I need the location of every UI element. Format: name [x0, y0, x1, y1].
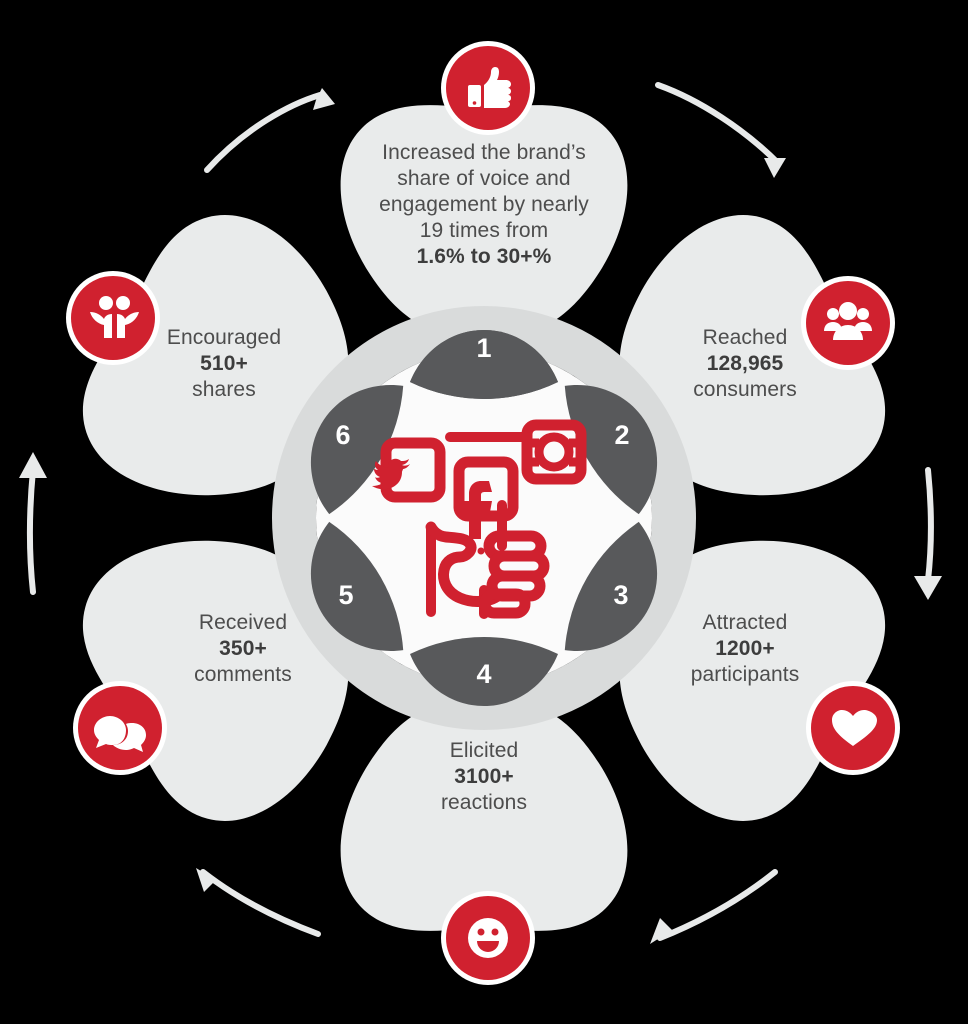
step-2-line-3: consumers	[693, 378, 797, 401]
arrow-top-left	[204, 92, 323, 173]
badge-step-1[interactable]	[446, 46, 530, 130]
step-4-line-3: reactions	[440, 791, 528, 814]
thumbs-up-icon	[468, 67, 511, 108]
step-4-line-1: Elicited	[449, 739, 519, 762]
step-number-2: 2	[614, 420, 630, 450]
step-number-5: 5	[338, 580, 354, 610]
arrow-right	[925, 467, 934, 583]
badge-step-6[interactable]	[71, 276, 155, 360]
step-1-line-3: engagement by nearly	[379, 193, 589, 216]
badge-step-5[interactable]	[78, 686, 162, 770]
step-3-text: Attracted 1200+ participants	[640, 610, 850, 688]
badge-step-3[interactable]	[811, 686, 895, 770]
step-6-text: Encouraged 510+ shares	[118, 325, 330, 403]
step-4-line-2: 3100+	[454, 765, 514, 788]
step-5-line-1: Received	[198, 611, 288, 634]
step-2-text: Reached 128,965 consumers	[640, 325, 850, 403]
step-6-line-3: shares	[192, 378, 256, 401]
step-2-line-1: Reached	[702, 326, 788, 349]
step-5-text: Received 350+ comments	[138, 610, 348, 688]
step-number-1: 1	[476, 333, 492, 363]
step-1-line-4: 19 times from	[419, 219, 549, 242]
step-1-line-2: share of voice and	[397, 167, 571, 190]
heart-icon	[832, 710, 877, 746]
smiley-face-icon	[468, 918, 508, 958]
step-5-line-2: 350+	[219, 637, 267, 660]
step-number-3: 3	[613, 580, 629, 610]
number-segments	[284, 330, 684, 706]
twitter-bird-icon	[372, 458, 410, 490]
step-6-line-2: 510+	[200, 352, 248, 375]
facebook-f-icon	[462, 481, 492, 539]
arrow-bottom-left	[200, 869, 321, 937]
arrow-left	[27, 467, 36, 595]
arrowhead-top-right	[764, 158, 786, 178]
two-people-sharing-icon	[90, 296, 139, 338]
instagram-camera-icon	[527, 432, 581, 472]
badge-step-2[interactable]	[806, 281, 890, 365]
step-5-line-3: comments	[194, 663, 292, 686]
arrowhead-bottom-left	[196, 868, 216, 892]
group-of-people-icon	[824, 302, 872, 340]
step-1-line-1: Increased the brand’s	[382, 141, 586, 164]
step-number-4: 4	[476, 659, 492, 689]
step-3-line-3: participants	[690, 663, 800, 686]
arrowhead-top-left	[313, 88, 335, 110]
step-1-line-5: 1.6% to 30+%	[416, 245, 552, 268]
step-1-text: Increased the brand’s share of voice and…	[349, 140, 619, 270]
speech-bubbles-icon	[94, 716, 146, 752]
arrow-top-right	[655, 82, 781, 166]
step-6-line-1: Encouraged	[166, 326, 282, 349]
arrowhead-right	[914, 576, 942, 600]
step-2-line-2: 128,965	[706, 352, 784, 375]
arrow-bottom-right	[657, 869, 778, 941]
step-number-6: 6	[335, 420, 351, 450]
arrowhead-left	[19, 452, 47, 478]
hand-icon	[425, 521, 550, 619]
step-3-line-2: 1200+	[715, 637, 775, 660]
badge-step-4[interactable]	[446, 896, 530, 980]
arrowhead-bottom-right	[650, 918, 672, 944]
step-4-text: Elicited 3100+ reactions	[379, 738, 589, 816]
step-3-line-1: Attracted	[702, 611, 788, 634]
